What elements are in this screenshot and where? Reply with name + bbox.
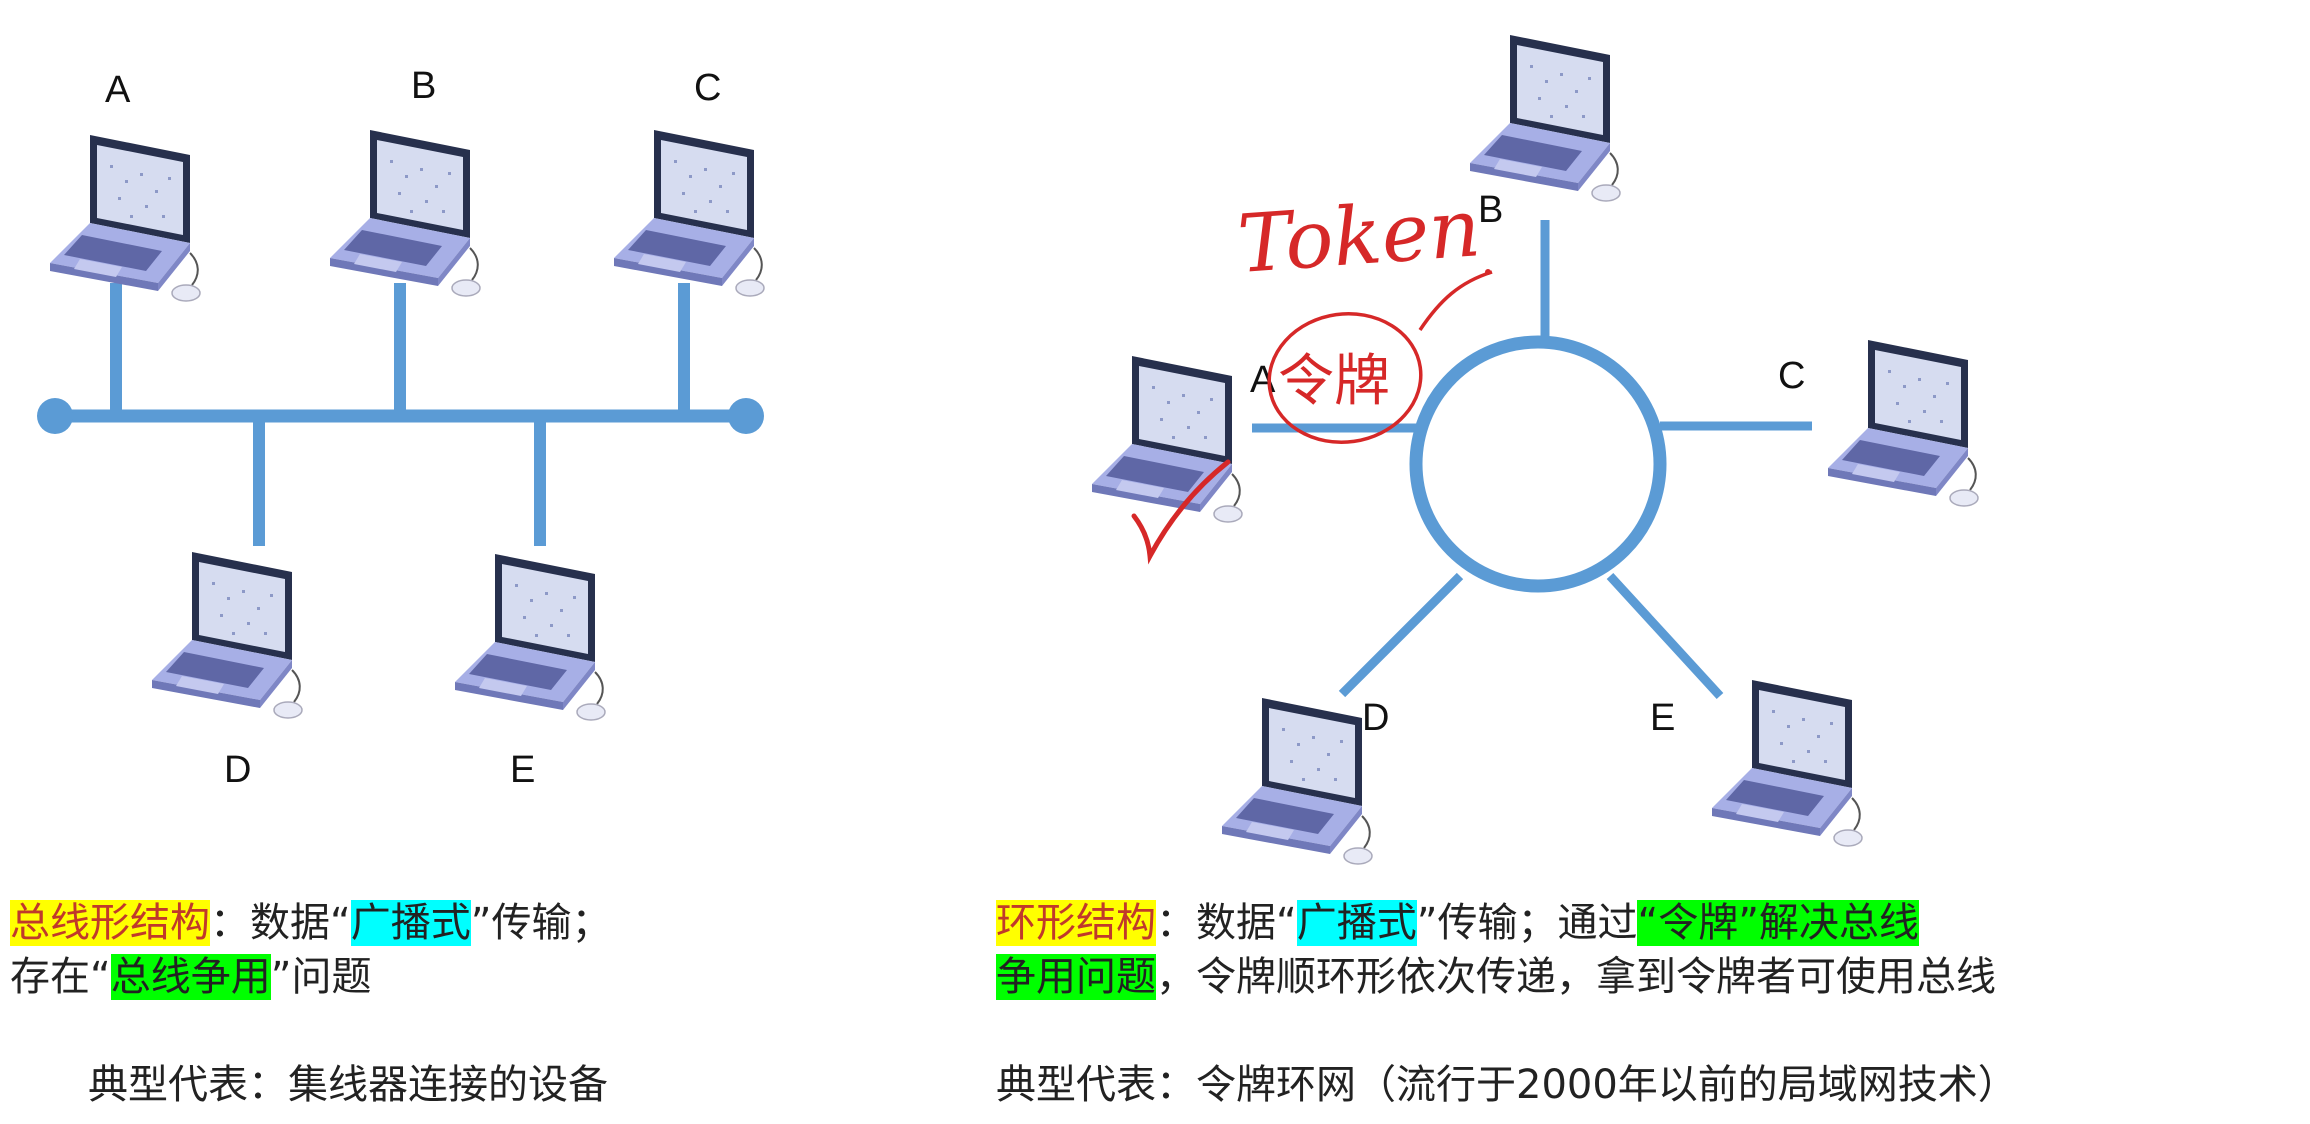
bus-caption-text: ”传输；	[470, 900, 612, 946]
bus-node-label-a: A	[105, 69, 131, 111]
ring-node-label-b: B	[1478, 189, 1503, 231]
bus-caption-line2: 存在“总线争用”问题	[10, 950, 611, 1004]
bus-contention-highlight: 总线争用	[110, 954, 271, 1000]
laptop-icon	[613, 129, 765, 297]
ring-caption: 环形结构：数据“广播式”传输；通过“令牌”解决总线 争用问题，令牌顺环形依次传递…	[996, 896, 1996, 1004]
ring-example: 典型代表：令牌环网（流行于2000年以前的局域网技术）	[996, 1062, 2018, 1108]
bus-node-label-d: D	[224, 749, 251, 791]
ring-broadcast-highlight: 广播式	[1296, 900, 1417, 946]
token-annotation-connector	[1418, 270, 1493, 331]
bus-node-label-c: C	[694, 67, 721, 109]
ring-topology: A B C D E Token 令牌	[1091, 34, 1979, 865]
ring-caption-text: ”传输；通过	[1416, 900, 1638, 946]
ring-caption-line1: 环形结构：数据“广播式”传输；通过“令牌”解决总线	[996, 896, 1996, 950]
ring-spoke-d	[1338, 572, 1464, 698]
token-annotation-text: Token	[1235, 181, 1484, 291]
ring-spoke-e	[1606, 572, 1724, 700]
bus-topology: A B C D E	[37, 65, 765, 791]
bus-caption-text: ”问题	[270, 954, 372, 1000]
bus-node-label-b: B	[411, 65, 436, 107]
bus-node-label-e: E	[510, 749, 535, 791]
laptop-icon	[1469, 34, 1621, 202]
laptop-icon	[454, 553, 606, 721]
ring-contention-highlight: 争用问题	[996, 954, 1156, 1000]
ring-node-label-e: E	[1650, 697, 1675, 739]
bus-caption-text: 存在“	[10, 954, 111, 1000]
bus-caption-text: ：数据“	[210, 900, 351, 946]
bus-term: 总线形结构	[10, 900, 210, 946]
token-annotation: Token 令牌	[1131, 181, 1493, 565]
laptop-icon	[49, 134, 201, 302]
ring-node-label-c: C	[1778, 355, 1805, 397]
ring-caption-text: ：数据“	[1156, 900, 1297, 946]
bus-terminator-right	[728, 398, 764, 434]
bus-example: 典型代表：集线器连接的设备	[88, 1062, 608, 1108]
laptop-icon	[1711, 679, 1863, 847]
laptop-icon	[1221, 697, 1373, 865]
token-annotation-dot	[1485, 269, 1491, 275]
ring-caption-line2: 争用问题，令牌顺环形依次传递，拿到令牌者可使用总线	[996, 950, 1996, 1004]
laptop-icon	[329, 129, 481, 297]
checkmark-icon	[1131, 459, 1231, 565]
ring-term: 环形结构	[996, 900, 1156, 946]
bus-terminator-left	[37, 398, 73, 434]
laptop-icon	[1091, 355, 1243, 523]
bus-caption: 总线形结构：数据“广播式”传输； 存在“总线争用”问题	[10, 896, 611, 1004]
bus-broadcast-highlight: 广播式	[350, 900, 471, 946]
ring-token-highlight: “令牌”解决总线	[1637, 900, 1919, 946]
token-annotation-circle	[1267, 311, 1423, 445]
ring-node-label-d: D	[1362, 697, 1389, 739]
ring-circle	[1409, 335, 1667, 593]
token-annotation-circled-text: 令牌	[1278, 349, 1390, 414]
bus-caption-line1: 总线形结构：数据“广播式”传输；	[10, 896, 611, 950]
laptop-icon	[1827, 339, 1979, 507]
laptop-icon	[151, 551, 303, 719]
ring-caption-text: ，令牌顺环形依次传递，拿到令牌者可使用总线	[1156, 954, 1996, 1000]
